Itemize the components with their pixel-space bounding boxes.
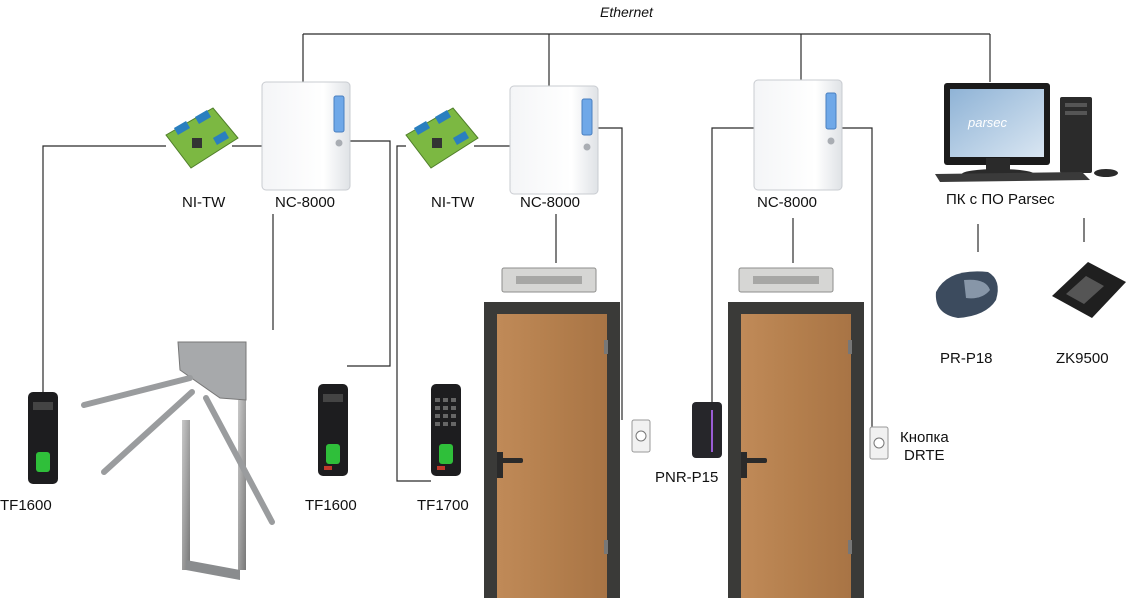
controller-nc8000-2 xyxy=(509,85,599,195)
label-pr-p18: PR-P18 xyxy=(940,350,993,367)
label-tf1600-left: TF1600 xyxy=(0,497,52,514)
reader-pnr-p15 xyxy=(692,402,722,458)
label-tf1700: TF1700 xyxy=(417,497,469,514)
interface-ni-tw-2 xyxy=(405,107,479,169)
label-ni-tw-2: NI-TW xyxy=(431,194,475,211)
label-tf1600-middle: TF1600 xyxy=(305,497,357,514)
label-ni-tw-1: NI-TW xyxy=(182,194,226,211)
controller-nc8000-3 xyxy=(753,79,843,191)
door-2 xyxy=(728,302,864,598)
maglock-2 xyxy=(738,267,834,293)
controller-nc8000-1 xyxy=(261,81,351,191)
turnstile xyxy=(81,341,275,580)
pc-screen-logo: parsec xyxy=(968,115,1008,130)
exit-button-drte xyxy=(869,426,889,460)
label-nc8000-3: NC-8000 xyxy=(757,194,818,211)
pc-workstation xyxy=(935,83,1118,182)
label-pc: ПК с ПО Parsec xyxy=(946,191,1055,208)
reader-zk9500 xyxy=(1052,262,1126,318)
ethernet-label: Ethernet xyxy=(600,4,653,20)
door-1 xyxy=(484,302,620,598)
label-nc8000-2: NC-8000 xyxy=(520,194,581,211)
label-nc8000-1: NC-8000 xyxy=(275,194,336,211)
reader-pr-p18 xyxy=(935,271,998,318)
label-exit-button-line1: Кнопка xyxy=(900,429,949,446)
wiring xyxy=(42,127,1085,482)
reader-tf1600-middle xyxy=(318,384,348,476)
reader-tf1700 xyxy=(431,384,461,476)
interface-ni-tw-1 xyxy=(165,107,239,169)
label-zk9500: ZK9500 xyxy=(1056,350,1109,367)
label-exit-button-line2: DRTE xyxy=(904,447,945,464)
maglock-1 xyxy=(501,267,597,293)
reader-tf1600-left xyxy=(28,392,58,484)
label-pnr-p15: PNR-P15 xyxy=(655,469,719,486)
ethernet-bus xyxy=(302,33,991,86)
exit-button-1 xyxy=(631,419,651,453)
